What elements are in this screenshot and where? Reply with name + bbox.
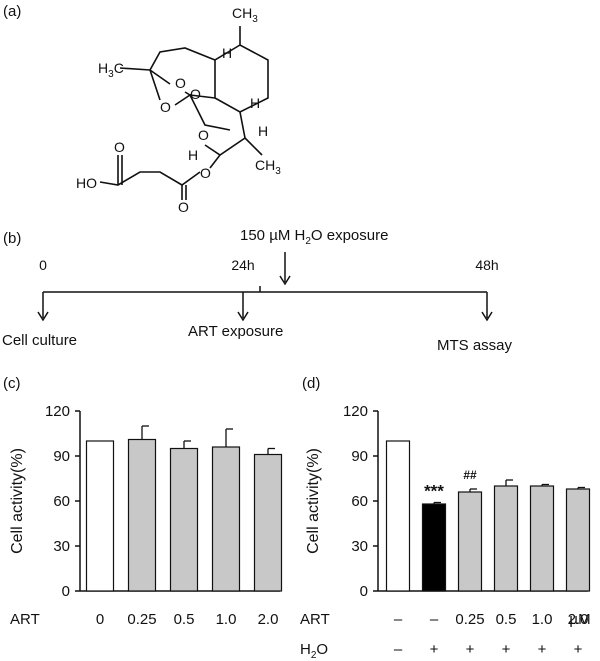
bond-o-left bbox=[149, 69, 161, 101]
bar bbox=[529, 485, 555, 592]
y-tick-label: 60 bbox=[351, 493, 368, 510]
bar bbox=[421, 503, 447, 592]
bond-peroxide-2 bbox=[184, 91, 191, 96]
bond-methyl-bottom bbox=[244, 137, 263, 156]
bond-bridge bbox=[189, 94, 216, 99]
bar bbox=[127, 438, 157, 592]
category-label: 0.5 bbox=[496, 611, 517, 628]
arrow-h2o2-head bbox=[279, 275, 291, 286]
label-o-peroxide-2: O bbox=[190, 86, 201, 102]
h2o2-sign: + bbox=[430, 641, 439, 658]
label-h-3: H bbox=[258, 123, 268, 139]
category-label: 0.25 bbox=[127, 611, 156, 628]
panel-label-d: (d) bbox=[302, 375, 320, 392]
y-tick-label: 60 bbox=[53, 493, 70, 510]
arrow-mts-head bbox=[481, 311, 493, 322]
bond-peroxide-1 bbox=[149, 69, 171, 85]
label-o-ester: O bbox=[200, 165, 211, 181]
label-o-carbonyl-2: O bbox=[114, 139, 125, 155]
bar bbox=[85, 440, 115, 592]
timeline-t24: 24h bbox=[231, 257, 254, 273]
row-label-art: ART bbox=[10, 611, 40, 628]
label-o-peroxide-1: O bbox=[175, 75, 186, 91]
label-ch3-bottom: CH3 bbox=[255, 157, 281, 177]
y-tick-label: 90 bbox=[351, 448, 368, 465]
unit-label: µM bbox=[569, 611, 590, 628]
panel-label-c: (c) bbox=[3, 375, 21, 392]
timeline: 0 24h 48h 150 µM H2O exposure Cell cultu… bbox=[2, 227, 513, 354]
h2o2-sign: + bbox=[502, 641, 511, 658]
y-tick-label: 30 bbox=[351, 538, 368, 555]
timeline-art-exposure: ART exposure bbox=[188, 323, 283, 340]
chemical-structure bbox=[99, 26, 269, 200]
label-ch3-top: CH3 bbox=[232, 5, 258, 25]
category-label: 2.0 bbox=[258, 611, 279, 628]
y-tick-label: 120 bbox=[45, 403, 70, 420]
bar bbox=[211, 446, 241, 592]
label-h3c-left: H3C bbox=[98, 60, 124, 80]
ring-seven-top bbox=[149, 47, 216, 71]
arrow-art-head bbox=[237, 311, 249, 322]
label-h-4: H bbox=[188, 147, 198, 163]
timeline-t48: 48h bbox=[475, 257, 498, 273]
bond-ester-o bbox=[209, 154, 221, 169]
category-label: – bbox=[430, 611, 439, 628]
y-tick-label: 90 bbox=[53, 448, 70, 465]
label-ho: HO bbox=[76, 175, 97, 191]
timeline-t0: 0 bbox=[39, 257, 47, 273]
category-label: 0 bbox=[96, 611, 104, 628]
timeline-mts-assay: MTS assay bbox=[437, 337, 513, 354]
y-axis-title: Cell activity(%) bbox=[305, 448, 322, 554]
y-tick-label: 0 bbox=[360, 583, 368, 600]
category-label: – bbox=[394, 611, 403, 628]
label-o-carbonyl-1: O bbox=[178, 199, 189, 215]
row-label-art: ART bbox=[300, 611, 330, 628]
arrow-culture-head bbox=[37, 311, 49, 322]
label-o-lower: O bbox=[198, 127, 209, 143]
bar bbox=[565, 488, 591, 592]
bar bbox=[493, 485, 519, 592]
bar bbox=[385, 440, 411, 592]
bar bbox=[457, 491, 483, 592]
ring-lower-b bbox=[204, 111, 246, 156]
y-tick-label: 0 bbox=[62, 583, 70, 600]
y-axis-title: Cell activity(%) bbox=[9, 448, 26, 554]
category-label: 1.0 bbox=[216, 611, 237, 628]
y-tick-label: 120 bbox=[343, 403, 368, 420]
ring-lower-a bbox=[174, 93, 231, 131]
y-tick-label: 30 bbox=[53, 538, 70, 555]
bar bbox=[253, 453, 283, 592]
significance-mark: *** bbox=[424, 482, 444, 501]
significance-mark: ## bbox=[463, 468, 477, 482]
h2o2-sign: – bbox=[394, 641, 403, 658]
category-label: 2.0 bbox=[568, 611, 589, 628]
bond-methyl-left bbox=[119, 67, 151, 71]
h2o2-sign: + bbox=[538, 641, 547, 658]
panel-label-a: (a) bbox=[3, 3, 21, 20]
bar bbox=[169, 447, 199, 592]
category-label: 0.25 bbox=[455, 611, 484, 628]
label-o-ring: O bbox=[160, 99, 171, 115]
structure-labels: CH3 H3C O O O O O O O HO CH3 H H H H bbox=[76, 5, 281, 215]
h2o2-sign: + bbox=[574, 641, 583, 658]
timeline-exposure-label: 150 µM H2O exposure bbox=[240, 227, 388, 247]
label-h-1: H bbox=[222, 45, 232, 61]
category-label: 0.5 bbox=[174, 611, 195, 628]
label-h-2: H bbox=[250, 95, 260, 111]
row-label-h2o2: H2O bbox=[300, 641, 328, 661]
category-label: 1.0 bbox=[532, 611, 553, 628]
panel-label-b: (b) bbox=[3, 230, 21, 247]
h2o2-sign: + bbox=[466, 641, 475, 658]
timeline-cell-culture: Cell culture bbox=[2, 332, 77, 349]
succinate-chain bbox=[99, 171, 201, 186]
